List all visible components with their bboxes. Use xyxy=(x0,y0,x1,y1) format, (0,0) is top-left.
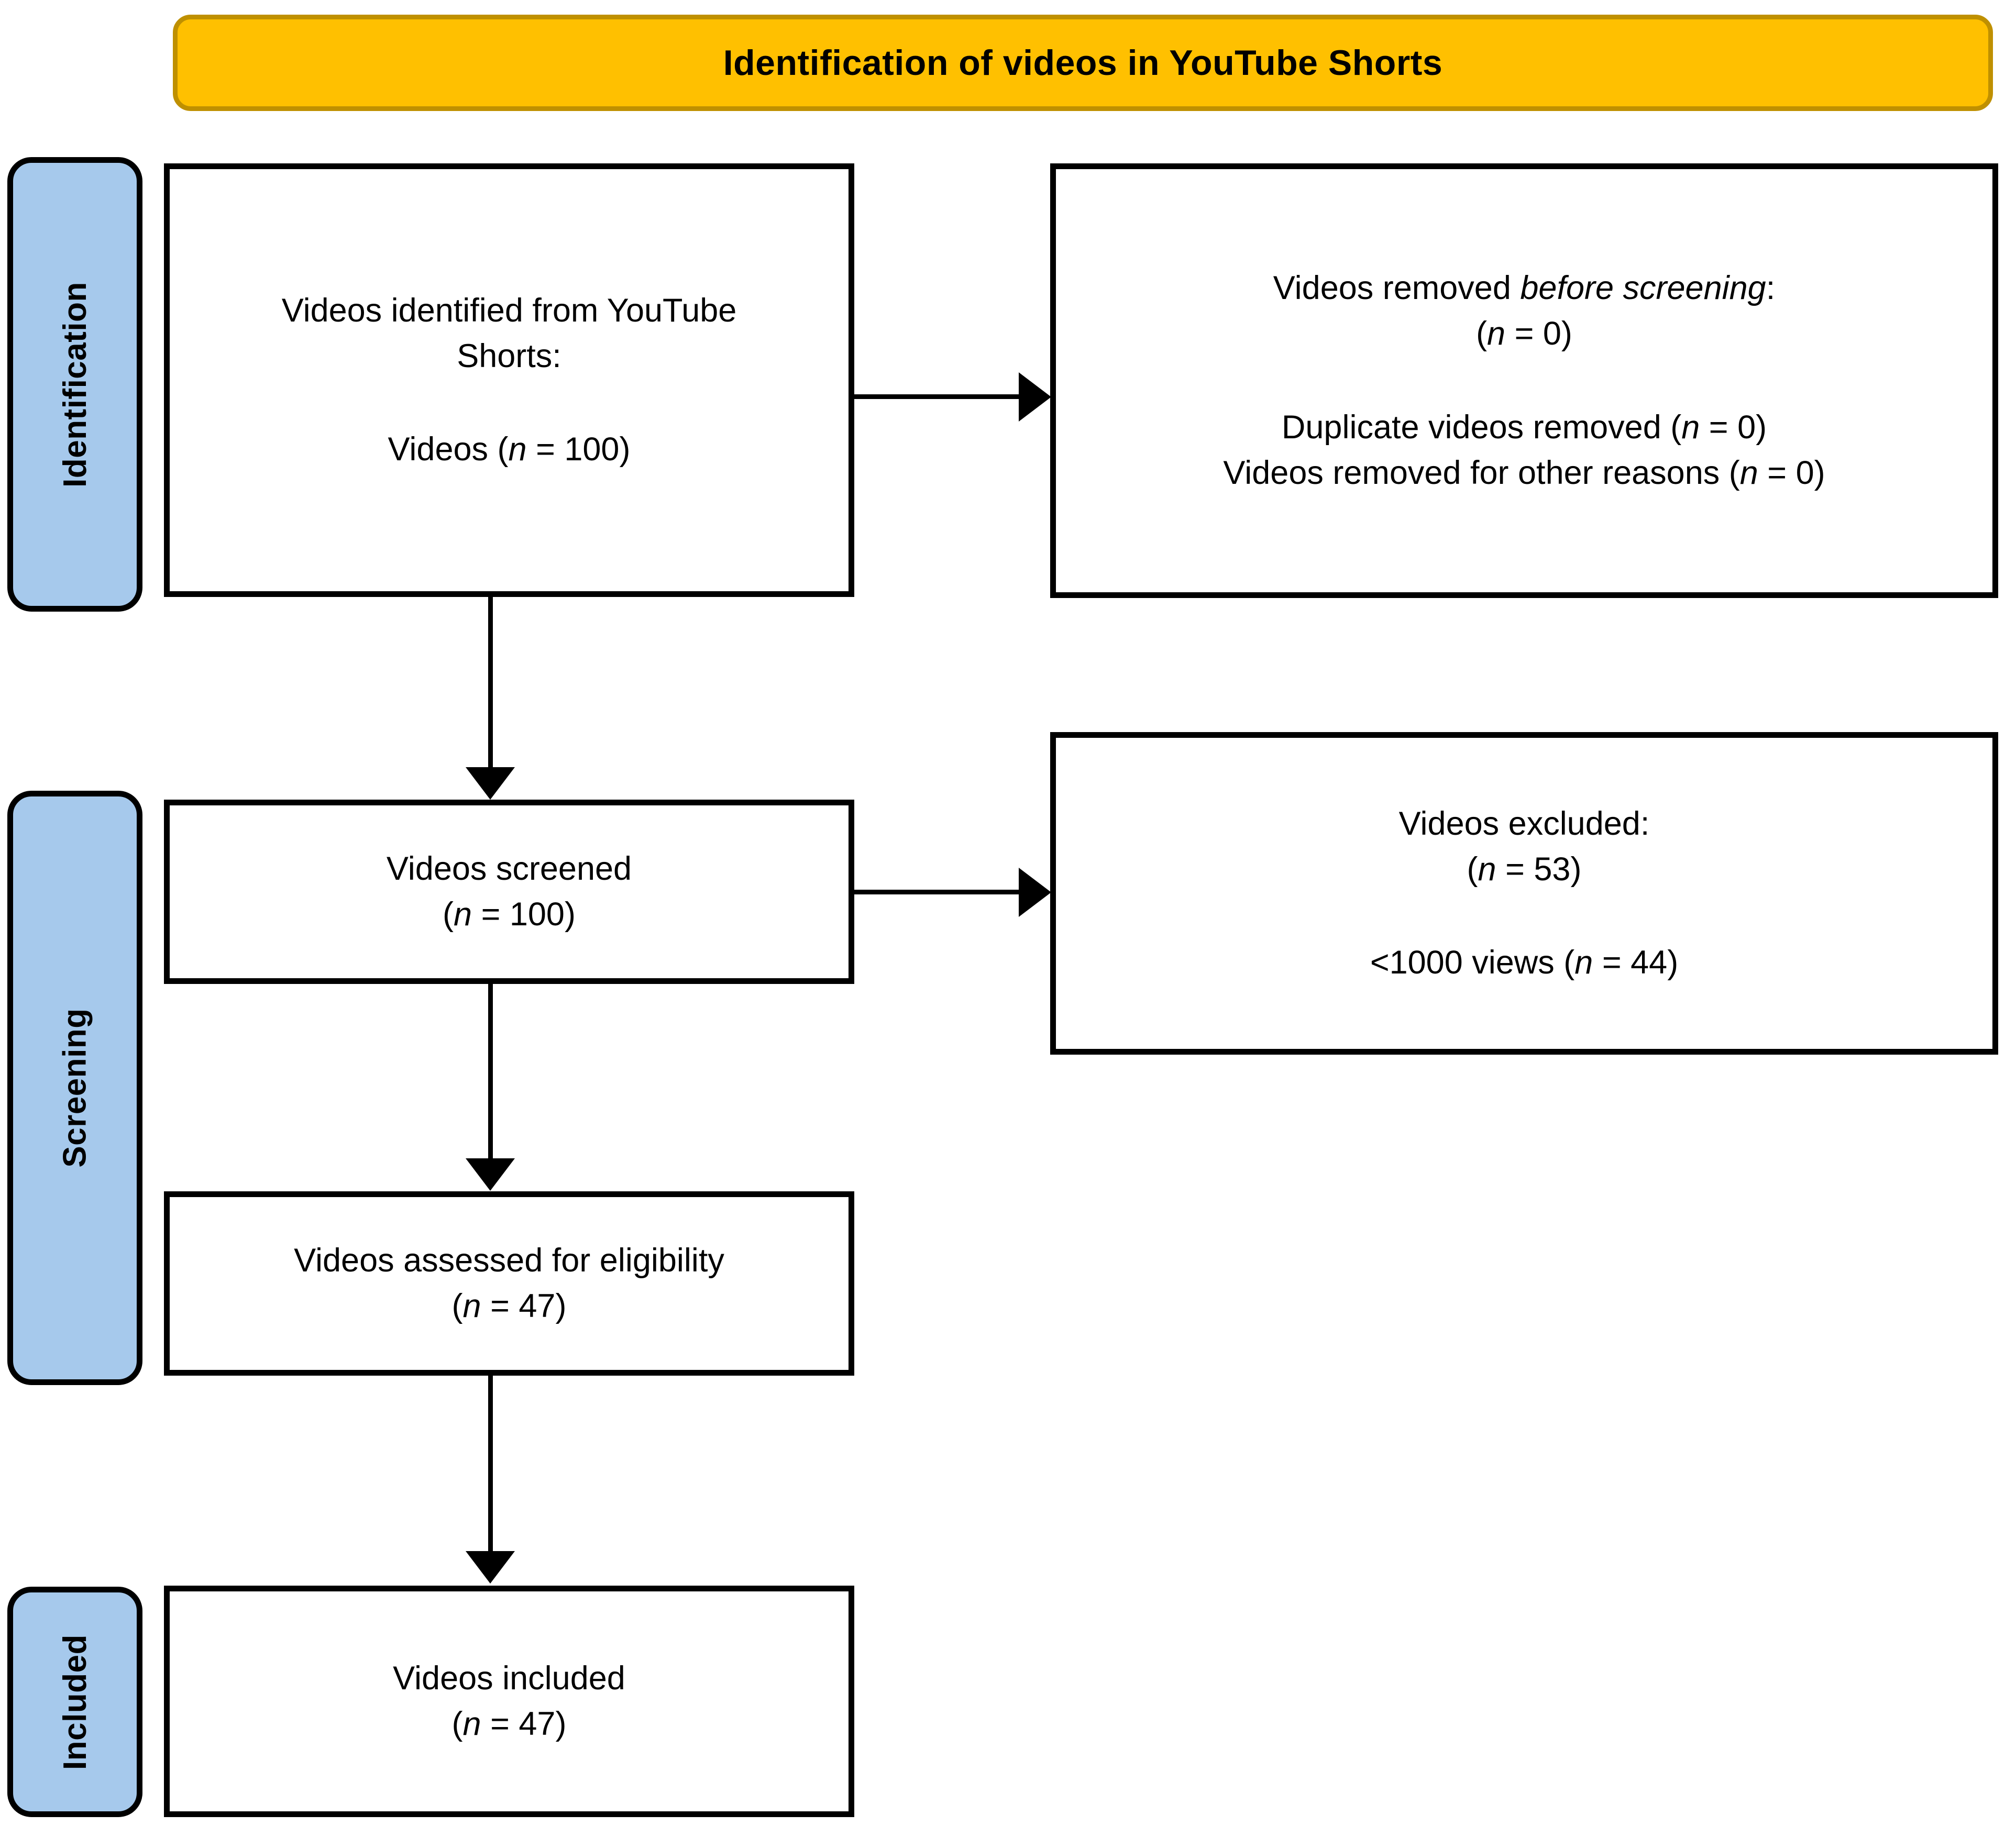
removed-heading: Videos removed before screening: xyxy=(1273,265,1775,311)
box-videos-identified: Videos identified from YouTube Shorts: V… xyxy=(164,163,854,597)
removed-heading-italic: before screening xyxy=(1520,270,1766,307)
excluded-count-suffix: = 53) xyxy=(1496,850,1582,888)
stage-bar-screening: Screening xyxy=(7,791,142,1385)
removed-count-prefix: ( xyxy=(1476,315,1488,352)
excluded-count: (n = 53) xyxy=(1467,847,1582,892)
screened-count-prefix: ( xyxy=(443,896,454,933)
box-videos-assessed-for-eligibility: Videos assessed for eligibility (n = 47) xyxy=(164,1191,854,1376)
removed-other-suffix: = 0) xyxy=(1758,454,1825,491)
identified-count-prefix: Videos ( xyxy=(388,431,509,468)
removed-count: (n = 0) xyxy=(1476,311,1572,357)
included-count-suffix: = 47) xyxy=(481,1706,567,1742)
excluded-low-views: <1000 views (n = 44) xyxy=(1370,940,1678,986)
identified-line-2: Shorts: xyxy=(457,337,561,374)
removed-heading-prefix: Videos removed xyxy=(1273,270,1521,307)
identified-count-n: n xyxy=(508,431,527,468)
box-videos-screened: Videos screened (n = 100) xyxy=(164,800,854,984)
arrow-eligibility-to-included-line xyxy=(488,1376,493,1553)
stage-bar-identification: Identification xyxy=(7,157,142,612)
included-line-1: Videos included xyxy=(393,1660,625,1697)
box-videos-excluded: Videos excluded: (n = 53) <1000 views (n… xyxy=(1050,732,1998,1055)
removed-other-n: n xyxy=(1739,454,1758,491)
arrow-screened-to-excluded-line xyxy=(854,890,1032,894)
excluded-count-prefix: ( xyxy=(1467,850,1478,888)
eligibility-count-prefix: ( xyxy=(451,1288,463,1324)
eligibility-count-n: n xyxy=(462,1288,481,1324)
removed-other-reasons: Videos removed for other reasons (n = 0) xyxy=(1223,450,1825,496)
excluded-low-views-n: n xyxy=(1574,944,1593,981)
header-banner: Identification of videos in YouTube Shor… xyxy=(173,15,1993,111)
stage-bar-included: Included xyxy=(7,1587,142,1817)
arrow-identified-to-screened-head-icon xyxy=(466,767,515,800)
stage-label-included: Included xyxy=(57,1634,93,1770)
removed-other-prefix: Videos removed for other reasons ( xyxy=(1223,454,1740,491)
screened-line-1: Videos screened xyxy=(386,850,632,888)
arrow-screened-to-eligibility-line xyxy=(488,984,493,1160)
excluded-low-views-suffix: = 44) xyxy=(1593,944,1679,981)
excluded-low-views-prefix: <1000 views ( xyxy=(1370,944,1575,981)
arrow-identified-to-screened-line xyxy=(488,597,493,770)
arrow-identified-to-removed-line xyxy=(854,394,1032,399)
eligibility-count-suffix: = 47) xyxy=(481,1288,567,1324)
removed-count-n: n xyxy=(1487,315,1506,352)
identified-count: Videos (n = 100) xyxy=(388,427,631,472)
box-videos-removed-before-screening: Videos removed before screening: (n = 0)… xyxy=(1050,163,1998,598)
removed-heading-suffix: : xyxy=(1766,270,1776,307)
screened-count: (n = 100) xyxy=(443,892,576,937)
included-count: (n = 47) xyxy=(452,1701,567,1747)
identified-line-1: Videos identified from YouTube xyxy=(281,292,737,329)
stage-label-screening: Screening xyxy=(57,1008,93,1168)
removed-duplicates-suffix: = 0) xyxy=(1700,409,1767,446)
stage-label-identification: Identification xyxy=(57,281,93,488)
removed-duplicates: Duplicate videos removed (n = 0) xyxy=(1282,405,1767,450)
excluded-count-n: n xyxy=(1478,850,1496,888)
removed-duplicates-n: n xyxy=(1681,409,1700,446)
removed-duplicates-prefix: Duplicate videos removed ( xyxy=(1281,409,1682,446)
eligibility-count: (n = 47) xyxy=(452,1283,567,1329)
page-title: Identification of videos in YouTube Shor… xyxy=(723,43,1443,83)
included-count-n: n xyxy=(462,1706,481,1742)
excluded-heading: Videos excluded: xyxy=(1398,805,1650,842)
arrow-screened-to-excluded-head-icon xyxy=(1019,868,1051,917)
screened-count-n: n xyxy=(454,896,472,933)
arrow-identified-to-removed-head-icon xyxy=(1019,372,1051,422)
removed-count-suffix: = 0) xyxy=(1505,315,1572,352)
box-videos-included: Videos included (n = 47) xyxy=(164,1586,854,1817)
screened-count-suffix: = 100) xyxy=(472,896,576,933)
arrow-screened-to-eligibility-head-icon xyxy=(466,1158,515,1191)
eligibility-line-1: Videos assessed for eligibility xyxy=(294,1242,724,1279)
identified-count-suffix: = 100) xyxy=(526,431,631,468)
included-count-prefix: ( xyxy=(451,1706,463,1742)
arrow-eligibility-to-included-head-icon xyxy=(466,1551,515,1584)
